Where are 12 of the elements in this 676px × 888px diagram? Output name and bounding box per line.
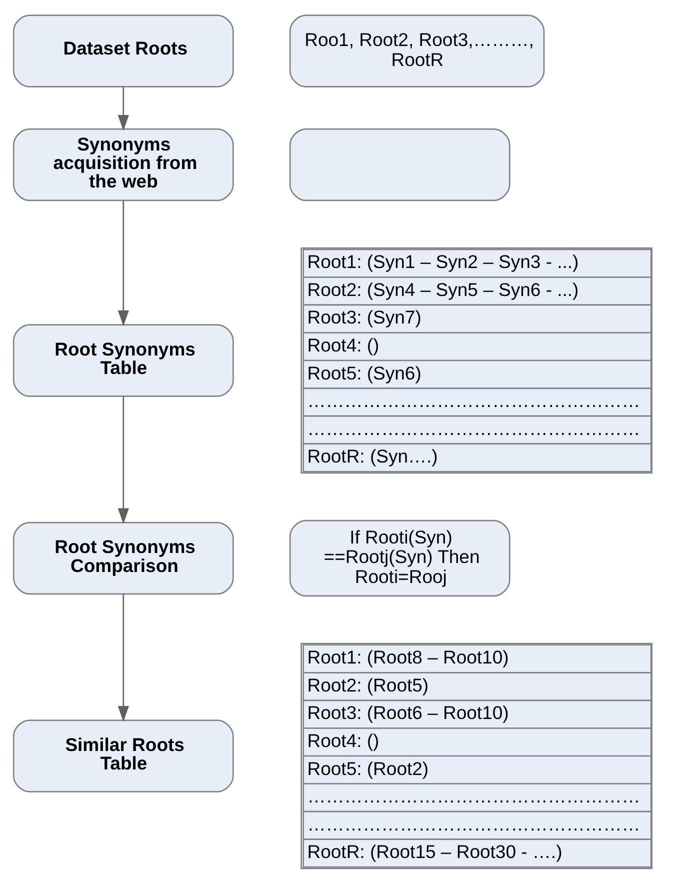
node-box: Synonyms acquisition from the web: [12, 128, 234, 201]
node-box: Roo1, Root2, Root3,………, RootR: [289, 14, 545, 87]
node-box: [289, 128, 510, 201]
arrow: [118, 200, 129, 326]
arrow: [118, 86, 129, 130]
arrow: [118, 396, 129, 524]
node-box: Root Synonyms Table: [12, 324, 234, 396]
node-box: If Rooti(Syn) ==Rootj(Syn) Then Rooti=Rooj: [289, 519, 510, 596]
node-box: Dataset Roots: [12, 14, 234, 87]
node-box: Similar Roots Table: [12, 719, 234, 792]
node-box: Root Synonyms Comparison: [12, 521, 234, 594]
arrow: [118, 594, 129, 722]
